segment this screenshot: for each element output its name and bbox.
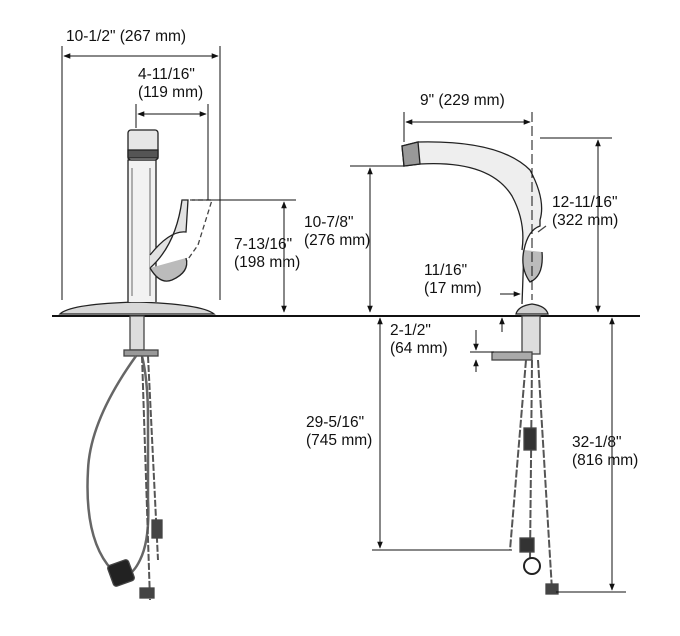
supply-length-metric: (745 mm) <box>306 432 373 449</box>
hose-length-label: 32-1/8" (816 mm) <box>572 434 638 470</box>
total-height-metric: (322 mm) <box>552 212 619 229</box>
spout-depth-metric: (119 mm) <box>138 84 204 101</box>
supply-length-imperial: 29-5/16" <box>306 414 365 431</box>
spout-depth-label: 4-11/16" (119 mm) <box>138 66 203 102</box>
shank-length-label: 2-1/2" (64 mm) <box>390 322 448 358</box>
base-height-metric: (17 mm) <box>424 280 482 297</box>
hose-length-metric: (816 mm) <box>572 452 639 469</box>
shank-length-imperial: 2-1/2" <box>390 322 431 339</box>
reach-label: 9" (229 mm) <box>420 92 505 109</box>
shank-length-metric: (64 mm) <box>390 340 448 357</box>
handle-height-metric: (198 mm) <box>234 254 301 271</box>
total-height-label: 12-11/16" (322 mm) <box>552 194 618 230</box>
base-height-label: 11/16" (17 mm) <box>424 262 482 298</box>
overall-width-label: 10-1/2" (267 mm) <box>66 28 187 45</box>
side-view-faucet <box>58 129 216 315</box>
spout-depth-imperial: 4-11/16" <box>138 66 195 83</box>
handle-height-label: 7-13/16" (198 mm) <box>234 236 300 272</box>
front-view-faucet <box>401 141 549 315</box>
spout-height-metric: (276 mm) <box>304 232 371 249</box>
base-height-imperial: 11/16" <box>424 262 468 279</box>
side-view-supply-lines <box>86 315 163 601</box>
spout-height-imperial: 10-7/8" <box>304 214 354 231</box>
hose-length-imperial: 32-1/8" <box>572 434 622 451</box>
handle-height-imperial: 7-13/16" <box>234 236 293 253</box>
front-view-supply-lines <box>491 315 559 595</box>
dimension-lines <box>61 46 626 593</box>
spout-height-label: 10-7/8" (276 mm) <box>304 214 370 250</box>
supply-length-label: 29-5/16" (745 mm) <box>306 414 372 450</box>
total-height-imperial: 12-11/16" <box>552 194 618 211</box>
